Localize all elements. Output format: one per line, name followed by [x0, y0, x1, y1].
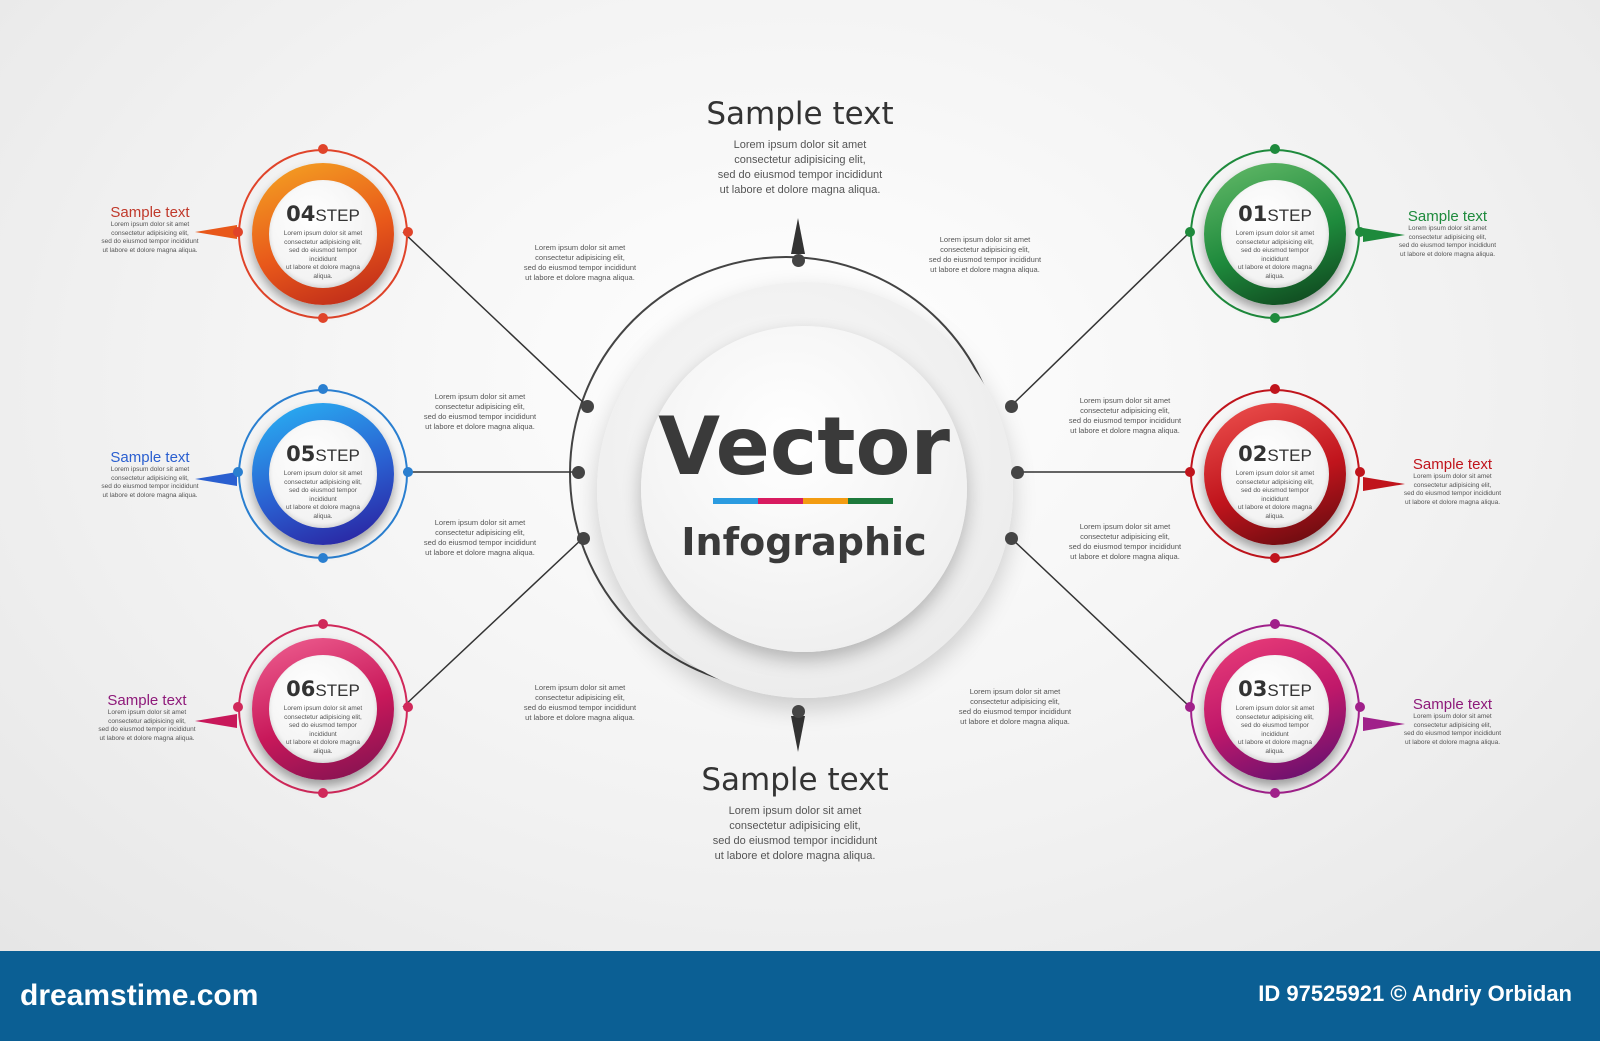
center-title: Vector — [658, 400, 950, 493]
step-word: STEP — [1267, 446, 1312, 465]
ring-dot — [1270, 553, 1280, 563]
ring-dot — [1355, 467, 1365, 477]
lorem-line: sed do eiusmod tempor incididunt — [712, 835, 878, 847]
ring-dot — [233, 227, 243, 237]
center-subtitle: Infographic — [681, 520, 927, 564]
center-inner-disk — [641, 326, 967, 652]
ring-dot — [1270, 313, 1280, 323]
bottom-text-block: Sample text Lorem ipsum dolor sit amet c… — [635, 762, 955, 864]
step-word: STEP — [315, 206, 360, 225]
lorem-line: consectetur adipisicing elit, — [734, 154, 866, 166]
lorem-line: sed do eiusmod tempor incididunt — [717, 169, 883, 181]
connector-lines — [195, 218, 1405, 752]
step-word: STEP — [1267, 681, 1312, 700]
step-word: STEP — [1267, 206, 1312, 225]
ring-dot — [318, 619, 328, 629]
ring-dot — [1355, 227, 1365, 237]
ring-dot — [1355, 702, 1365, 712]
site-logo[interactable]: dreamstime.com — [20, 979, 259, 1012]
step-number: 06 — [286, 677, 316, 701]
step-word: STEP — [315, 446, 360, 465]
connector-dot — [1005, 400, 1018, 413]
ring-dot — [233, 467, 243, 477]
lorem-line: Lorem ipsum dolor sit amet — [733, 139, 867, 151]
lorem-line: ut labore et dolore magna aliqua. — [719, 184, 881, 196]
connector-dot — [792, 254, 805, 267]
ring-dot — [318, 384, 328, 394]
ring-dot — [403, 467, 413, 477]
ring-dot — [318, 313, 328, 323]
ring-dot — [1270, 144, 1280, 154]
ring-dot — [318, 788, 328, 798]
center-color-bar — [713, 498, 893, 504]
step-number: 02 — [1238, 442, 1268, 466]
ring-dot — [318, 144, 328, 154]
lorem-line: consectetur adipisicing elit, — [729, 820, 861, 832]
connector-dot — [577, 532, 590, 545]
connector-dot — [1005, 532, 1018, 545]
step-number: 05 — [286, 442, 316, 466]
watermark-footer: dreamstime.com ID 97525921 © Andriy Orbi… — [0, 951, 1600, 1041]
ring-dot — [233, 702, 243, 712]
ring-dot — [318, 553, 328, 563]
step-number: 03 — [1238, 677, 1268, 701]
ring-dot — [1185, 467, 1195, 477]
connector-dot — [581, 400, 594, 413]
ring-dot — [1270, 788, 1280, 798]
connector-dot — [792, 705, 805, 718]
top-text-block: Sample text Lorem ipsum dolor sit amet c… — [640, 96, 960, 198]
lorem-line: ut labore et dolore magna aliqua. — [714, 850, 876, 862]
image-credit: ID 97525921 © Andriy Orbidan — [1258, 981, 1572, 1006]
ring-dot — [403, 227, 413, 237]
lorem-line: Lorem ipsum dolor sit amet — [728, 805, 862, 817]
connector-dot — [572, 466, 585, 479]
ring-dot — [1185, 702, 1195, 712]
top-heading: Sample text — [706, 96, 894, 132]
step-number: 04 — [286, 202, 316, 226]
ring-dot — [403, 702, 413, 712]
ring-dot — [1270, 384, 1280, 394]
connector-dot — [1011, 466, 1024, 479]
ring-dot — [1270, 619, 1280, 629]
bottom-heading: Sample text — [701, 762, 889, 798]
step-number: 01 — [1238, 202, 1268, 226]
ring-dot — [1185, 227, 1195, 237]
step-word: STEP — [315, 681, 360, 700]
